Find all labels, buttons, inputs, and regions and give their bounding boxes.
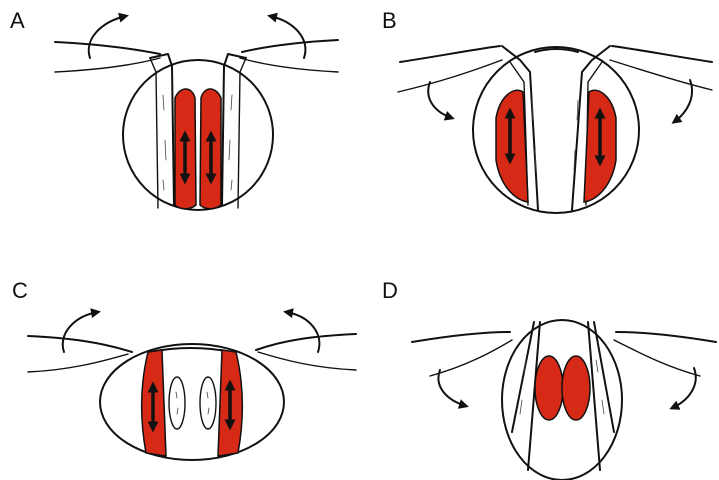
wound-outline bbox=[123, 60, 273, 210]
muscle-oval bbox=[562, 356, 590, 420]
skin-line bbox=[412, 332, 510, 342]
tendon-band bbox=[594, 322, 614, 432]
retracted-flap bbox=[238, 58, 246, 208]
curved-arrow-icon bbox=[286, 312, 319, 352]
skin-line bbox=[614, 340, 700, 376]
skin-line bbox=[398, 60, 502, 92]
skin-line bbox=[256, 334, 356, 350]
skin-line bbox=[55, 58, 160, 72]
panel-label-d: D bbox=[382, 278, 398, 303]
skin-line bbox=[400, 46, 500, 62]
skin-line bbox=[242, 40, 338, 52]
skin-line bbox=[258, 352, 356, 370]
skin-line bbox=[430, 340, 512, 376]
tendon-oval bbox=[169, 377, 185, 429]
retracted-flap bbox=[222, 54, 246, 205]
curved-arrow-icon bbox=[89, 16, 126, 58]
wound-outline bbox=[100, 344, 284, 460]
panel-label-c: C bbox=[12, 278, 28, 303]
tissue-texture bbox=[163, 95, 166, 190]
curved-arrow-icon bbox=[674, 80, 692, 122]
skin-line bbox=[28, 354, 128, 372]
retracted-flap bbox=[150, 58, 158, 208]
curved-arrow-icon bbox=[438, 370, 466, 406]
skin-line bbox=[240, 58, 338, 72]
skin-line bbox=[616, 332, 716, 342]
tendon-oval bbox=[200, 377, 216, 429]
panel-b: B bbox=[382, 8, 712, 213]
curved-arrow-icon bbox=[270, 16, 305, 58]
panel-d: D bbox=[382, 278, 716, 480]
retracted-flap bbox=[150, 54, 174, 205]
tissue-texture bbox=[229, 95, 232, 190]
curved-arrow-icon bbox=[63, 312, 98, 352]
muscle-oval bbox=[535, 356, 563, 420]
panel-a: A bbox=[10, 8, 338, 210]
skin-line bbox=[612, 46, 712, 62]
curved-arrow-icon bbox=[428, 82, 452, 118]
panel-label-b: B bbox=[382, 8, 397, 33]
tissue-texture bbox=[176, 392, 209, 414]
panel-label-a: A bbox=[10, 8, 25, 33]
skin-line bbox=[55, 42, 160, 54]
panel-c: C bbox=[12, 278, 356, 460]
skin-line bbox=[28, 336, 132, 352]
muscle-band bbox=[496, 90, 528, 202]
